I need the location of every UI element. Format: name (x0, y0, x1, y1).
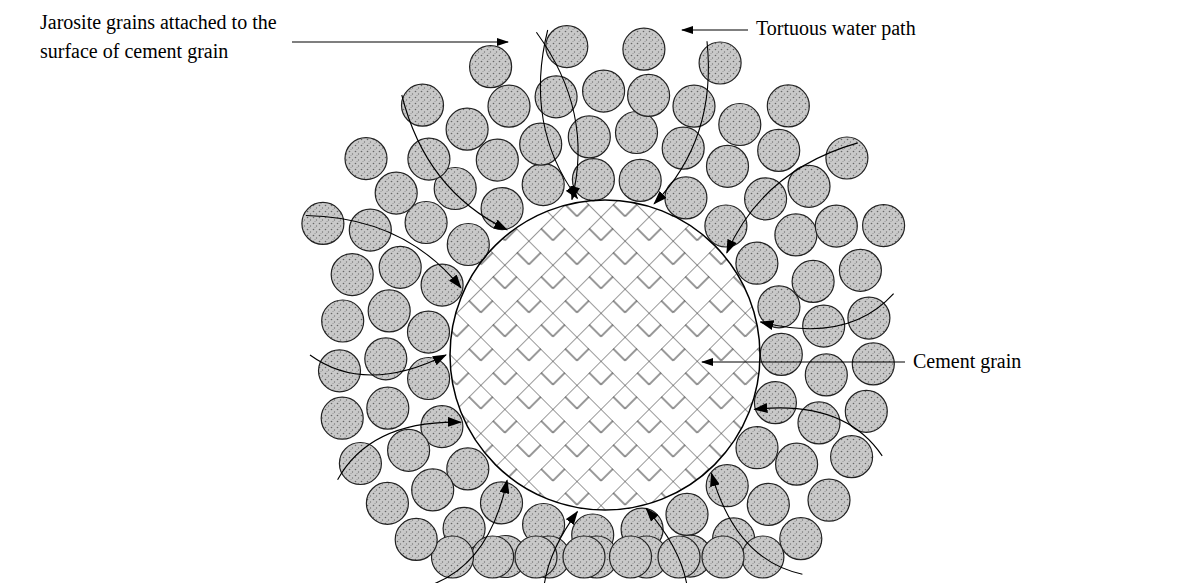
jarosite-grain (702, 536, 744, 578)
jarosite-grain (616, 112, 658, 154)
jarosite-grain (792, 260, 834, 302)
jarosite-grain (379, 246, 421, 288)
water-path (402, 95, 507, 230)
jarosite-grain (365, 338, 407, 380)
leader-line (682, 29, 748, 30)
water-path (761, 294, 894, 329)
jarosite-grain (808, 479, 850, 521)
jarosite-grain (831, 436, 873, 478)
jarosite-grain (408, 138, 450, 180)
jarosite-grain (658, 536, 700, 578)
jarosite-grain (563, 536, 605, 578)
jarosite-grain (395, 518, 437, 560)
water-path (306, 216, 461, 288)
jarosite-grain (736, 427, 778, 469)
jarosite-grain (666, 493, 708, 535)
jarosite-grain (366, 482, 408, 524)
jarosite-grain (619, 159, 661, 201)
jarosite-grain (767, 85, 809, 127)
water-path (711, 473, 802, 574)
callout-label: Cement grain (913, 347, 1021, 376)
jarosite-grain (826, 137, 868, 179)
jarosite-grain (322, 300, 364, 342)
jarosite-grain (775, 214, 817, 256)
leader-line (702, 361, 905, 362)
water-path (338, 422, 461, 480)
water-path (310, 355, 446, 375)
jarosite-grain (367, 387, 409, 429)
jarosite-grain (863, 205, 905, 247)
water-path (654, 41, 708, 204)
jarosite-grain (707, 145, 749, 187)
jarosite-grain (706, 465, 748, 507)
jarosite-grain (432, 536, 474, 578)
jarosite-grain (421, 264, 463, 306)
callout-label: Jarosite grains attached to the surface … (40, 8, 290, 66)
jarosite-grain (331, 254, 373, 296)
jarosite-grain (470, 46, 512, 88)
jarosite-grain (780, 518, 822, 560)
jarosite-grain (758, 286, 800, 328)
jarosite-grain (852, 343, 894, 385)
cement-grain (450, 200, 760, 510)
jarosite-grain (758, 129, 800, 171)
jarosite-grain (319, 350, 361, 392)
leader-line (292, 41, 508, 42)
jarosite-grain (699, 42, 741, 84)
jarosite-grain (368, 290, 410, 332)
jarosite-grain (412, 469, 454, 511)
jarosite-grain (476, 139, 518, 181)
water-path (543, 512, 577, 583)
jarosite-grain (481, 188, 523, 230)
jarosite-grain (568, 116, 610, 158)
water-paths (306, 30, 894, 583)
jarosite-grains (302, 26, 905, 578)
jarosite-grain (760, 333, 802, 375)
jarosite-grain (798, 402, 840, 444)
water-path (727, 143, 858, 253)
jarosite-grain (583, 70, 625, 112)
jarosite-grain (805, 354, 847, 396)
jarosite-grain (776, 443, 818, 485)
jarosite-grain (520, 123, 562, 165)
jarosite-grain (522, 164, 564, 206)
jarosite-grain (515, 536, 557, 578)
jarosite-grain (339, 443, 381, 485)
jarosite-grain (754, 382, 796, 424)
jarosite-grain (745, 178, 787, 220)
jarosite-grain (302, 202, 344, 244)
jarosite-grain (815, 205, 857, 247)
jarosite-grain (623, 28, 665, 70)
jarosite-grain (446, 108, 488, 150)
water-path (646, 509, 688, 583)
jarosite-grain (388, 429, 430, 471)
jarosite-grain (408, 358, 450, 400)
jarosite-grain (719, 104, 761, 146)
jarosite-grain (839, 249, 881, 291)
callout-label: Tortuous water path (756, 14, 916, 43)
water-path (540, 30, 577, 198)
jarosite-grain (472, 536, 514, 578)
jarosite-grain (572, 159, 614, 201)
jarosite-grain (402, 84, 444, 126)
jarosite-grain (673, 85, 715, 127)
jarosite-grain (628, 74, 670, 116)
jarosite-grain (736, 242, 778, 284)
jarosite-grain (747, 483, 789, 525)
water-path (536, 32, 578, 199)
jarosite-grain (375, 172, 417, 214)
water-path (754, 408, 882, 456)
water-path (423, 480, 507, 583)
jarosite-grain (546, 26, 588, 68)
jarosite-grain (488, 85, 530, 127)
jarosite-grain (345, 138, 387, 180)
jarosite-grain (408, 311, 450, 353)
jarosite-grain (321, 397, 363, 439)
jarosite-grain (610, 536, 652, 578)
